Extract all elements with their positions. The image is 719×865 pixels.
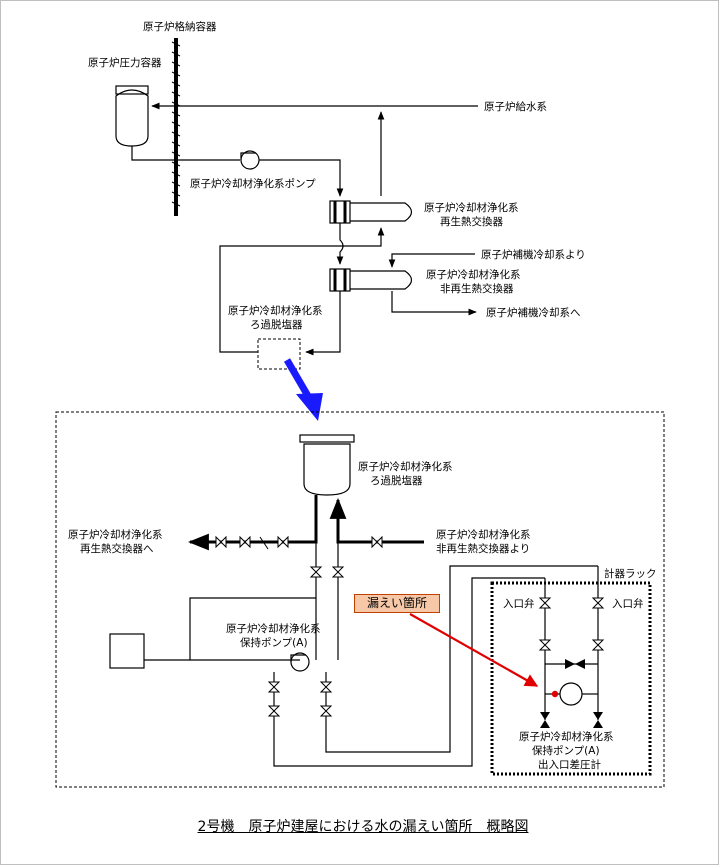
regen-hx-label-2: 再生熱交換器 (440, 215, 503, 228)
instrument-rack-box (490, 581, 652, 776)
to-regen-label-1: 原子炉冷却材浄化系 (68, 528, 163, 541)
holding-pump-label-2: 保持ポンプ(A) (240, 636, 308, 649)
from-nonregen-label-1: 原子炉冷却材浄化系 (436, 528, 531, 541)
regen-to-nonregen-line (336, 223, 344, 265)
return-loop-line (219, 227, 385, 353)
holding-pump-icon (290, 652, 310, 672)
inlet-valve-left-label: 入口弁 (503, 597, 535, 610)
leak-point-marker (551, 690, 559, 698)
filter-vessel-icon (299, 434, 355, 496)
dp-gauge-label-1: 原子炉冷却材浄化系 (519, 730, 614, 743)
regen-hx-label-1: 原子炉冷却材浄化系 (424, 201, 519, 214)
holding-pump-label-1: 原子炉冷却材浄化系 (226, 622, 321, 635)
dp-gauge-label-2: 保持ポンプ(A) (532, 744, 600, 757)
aux-cooling-inlet-label: 原子炉補機冷却系より (481, 248, 586, 261)
nonregen-to-filter-line (305, 291, 341, 356)
rpv-drain-line (131, 146, 240, 161)
aux-cooling-outlet-line (391, 291, 477, 316)
rpv-label: 原子炉圧力容器 (88, 56, 162, 69)
nonregen-hx-label-1: 原子炉冷却材浄化系 (426, 268, 521, 281)
rack-valves (538, 597, 605, 651)
drain-valves (540, 712, 603, 728)
aux-cooling-inlet-line (388, 253, 475, 268)
cleanup-pump-label: 原子炉冷却材浄化系ポンプ (190, 177, 316, 190)
instrument-rack-label: 計器ラック (604, 567, 657, 580)
inlet-valve-right-label: 入口弁 (612, 597, 644, 610)
to-regen-label-2: 再生熱交換器へ (80, 542, 154, 555)
figure-caption: 2号機 原子炉建屋における水の漏えい箇所 概略図 (197, 819, 529, 835)
leak-location-label: 漏えい箇所 (354, 594, 440, 613)
containment-label: 原子炉格納容器 (143, 20, 217, 33)
nonregen-hx-label-2: 非再生熱交換器 (440, 282, 514, 295)
impulse-line-high (325, 565, 598, 753)
pump-outlet-line (259, 159, 344, 197)
outlet-to-regen-line (187, 495, 318, 551)
filter-demineralizer-box (257, 338, 301, 370)
dp-gauge-icon (559, 682, 583, 706)
cleanup-pump-icon (240, 150, 260, 170)
motor-line (144, 597, 316, 661)
from-nonregen-label-2: 非再生熱交換器より (436, 542, 530, 555)
filter-top-label-2: ろ過脱塩器 (250, 318, 303, 331)
rpv-vessel (115, 85, 149, 147)
filter-detail-label-1: 原子炉冷却材浄化系 (358, 460, 453, 473)
feedwater-label: 原子炉給水系 (484, 100, 547, 113)
nonregen-hx-icon (329, 268, 413, 292)
pump-branch-valves (309, 566, 345, 578)
detail-region-border (55, 411, 665, 788)
filter-detail-label-2: ろ過脱塩器 (370, 474, 423, 487)
motor-box (109, 633, 145, 669)
impulse-valves (267, 681, 333, 717)
containment-wall (171, 38, 181, 216)
zoom-arrow (283, 358, 323, 421)
equalizing-valve-icon (565, 659, 585, 669)
leak-arrow (409, 613, 539, 687)
filter-top-label-1: 原子炉冷却材浄化系 (228, 304, 323, 317)
impulse-line-low (273, 577, 545, 767)
dp-gauge-label-3: 出入口差圧計 (538, 758, 601, 771)
inlet-from-nonregen-line (329, 497, 424, 544)
aux-cooling-outlet-label: 原子炉補機冷却系へ (486, 306, 581, 319)
main-line-valves (215, 535, 383, 550)
regen-hx-icon (329, 200, 413, 224)
